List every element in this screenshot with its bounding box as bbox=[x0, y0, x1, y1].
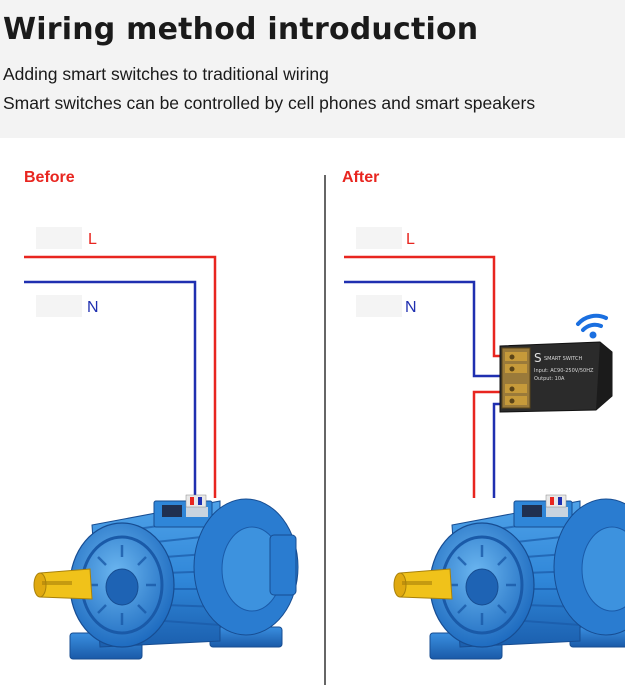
header-banner: Wiring method introduction Adding smart … bbox=[0, 0, 625, 138]
after-n-label-box bbox=[356, 295, 402, 317]
before-l-label-box bbox=[36, 227, 82, 249]
before-n-label: N bbox=[87, 299, 99, 316]
before-l-label: L bbox=[88, 231, 97, 248]
after-live-wire-out bbox=[472, 390, 506, 498]
before-live-wire bbox=[24, 255, 217, 498]
page-title: Wiring method introduction bbox=[3, 12, 479, 47]
device-text-1: SMART SWITCH bbox=[544, 356, 583, 362]
before-neutral-wire bbox=[24, 280, 197, 498]
before-panel: Before L N bbox=[24, 169, 300, 661]
after-panel: After L N S SMART SWITCH Input: AC90-250… bbox=[342, 169, 625, 661]
after-l-label: L bbox=[406, 231, 415, 248]
subtitle-line-1: Adding smart switches to traditional wir… bbox=[3, 64, 329, 84]
after-n-label: N bbox=[405, 299, 417, 316]
subtitle-line-2: Smart switches can be controlled by cell… bbox=[3, 93, 536, 113]
after-neutral-wire-out bbox=[492, 402, 506, 498]
before-n-label-box bbox=[36, 295, 82, 317]
device-brand: S bbox=[534, 351, 542, 365]
after-label: After bbox=[342, 169, 379, 186]
before-label: Before bbox=[24, 169, 75, 186]
smart-switch-device: S SMART SWITCH Input: AC90-250V/50HZ Out… bbox=[499, 341, 613, 413]
after-motor-illustration bbox=[392, 493, 625, 661]
device-text-2: Input: AC90-250V/50HZ bbox=[534, 368, 594, 374]
wifi-icon bbox=[576, 313, 608, 339]
after-neutral-wire-in bbox=[344, 280, 506, 378]
wiring-diagram: Before L N After L N bbox=[24, 169, 625, 685]
before-motor-illustration bbox=[32, 493, 300, 661]
device-text-3: Output: 10A bbox=[534, 376, 565, 382]
after-l-label-box bbox=[356, 227, 402, 249]
